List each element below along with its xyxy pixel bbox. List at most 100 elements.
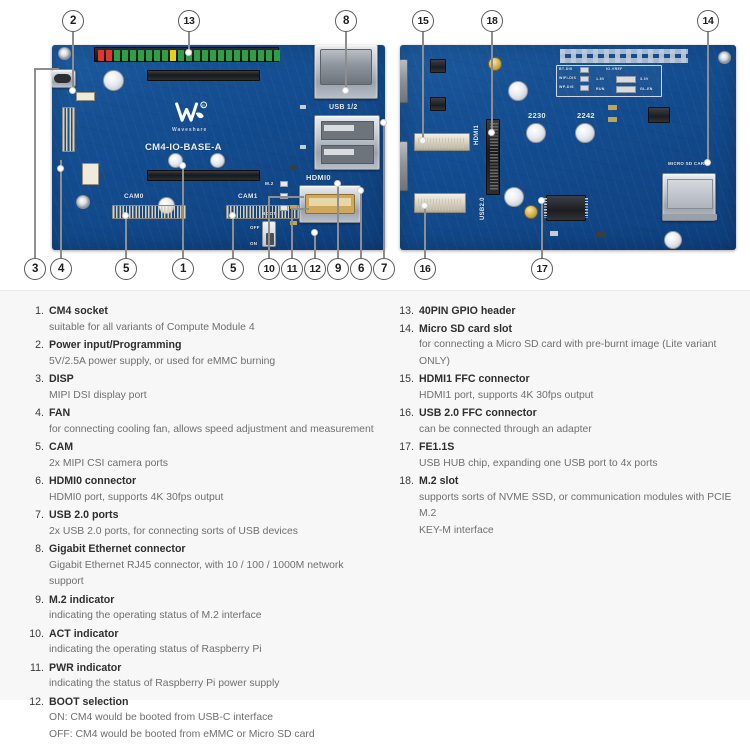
legend-item-heading: 11.PWR indicator [26, 660, 378, 677]
legend-item-heading: 15.HDMI1 FFC connector [396, 371, 736, 388]
callout-17[interactable]: 17 [531, 258, 553, 280]
legend-item-heading: 8.Gigabit Ethernet connector [26, 541, 378, 558]
mounting-pad-back-bottom [504, 187, 524, 207]
callout-4[interactable]: 4 [50, 258, 72, 280]
leader-line-5b [232, 215, 234, 258]
callout-12[interactable]: 12 [304, 258, 326, 280]
leader-line-8 [345, 32, 347, 90]
legend-item-title: FE1.1S [419, 441, 455, 453]
legend-item-number: 14. [399, 322, 414, 335]
svg-text:R: R [202, 104, 205, 108]
callout-2[interactable]: 2 [62, 10, 84, 32]
legend-item-number: 10. [29, 627, 44, 640]
callout-16[interactable]: 16 [414, 258, 436, 280]
leader-line-10 [268, 196, 270, 258]
target-dot-7 [380, 119, 387, 126]
smd-back-d [596, 231, 606, 237]
leader-elbow-10 [268, 196, 304, 198]
callout-9[interactable]: 9 [327, 258, 349, 280]
callout-5b[interactable]: 5 [222, 258, 244, 280]
legend-item-description: indicating the status of Raspberry Pi po… [49, 678, 280, 689]
target-dot-5b [229, 212, 236, 219]
hdmi1-silkscreen: HDMI1 [474, 124, 480, 145]
legend-item-title: USB 2.0 ports [49, 509, 119, 521]
wp-dis-silkscreen: WP-DIS [559, 85, 574, 89]
product-silkscreen-label: CM4-IO-BASE-A [145, 142, 222, 153]
legend-item-description: OFF: CM4 would be booted from eMMC or Mi… [49, 728, 315, 740]
brass-standoff-bottom [524, 205, 538, 219]
legend-item-description: USB HUB chip, expanding one USB port to … [419, 457, 658, 469]
target-dot-5a [122, 212, 129, 219]
microsd-card-slot [662, 173, 717, 221]
legend-item-title: M.2 slot [419, 475, 459, 487]
mounting-hole-tl [58, 47, 71, 60]
legend-item-description: for connecting a Micro SD card with pre-… [419, 339, 717, 367]
callout-14[interactable]: 14 [697, 10, 719, 32]
legend-item-number: 7. [35, 509, 44, 521]
legend-item-title: CM4 socket [49, 305, 108, 317]
pwr-indicator-led [280, 205, 288, 211]
legend-item-heading: 12.BOOT selection [26, 694, 378, 711]
callout-5a[interactable]: 5 [115, 258, 137, 280]
legend-item-title: BOOT selection [49, 695, 129, 708]
legend-item-number: 3. [35, 373, 44, 385]
legend-item-heading: 9.M.2 indicator [26, 592, 378, 609]
leader-line-12 [314, 232, 316, 258]
legend-item-number: 16. [399, 407, 414, 419]
leader-line-17 [541, 200, 543, 258]
target-dot-18 [488, 129, 495, 136]
fe11s-usb-hub-chip [544, 195, 588, 221]
callout-13[interactable]: 13 [178, 10, 200, 32]
usb2-silkscreen: USB2.0 [480, 197, 486, 220]
mounting-hole-bl [76, 195, 90, 209]
callout-7[interactable]: 7 [373, 258, 395, 280]
leader-line-2 [72, 32, 74, 90]
callout-11[interactable]: 11 [281, 258, 303, 280]
smd-component-d [300, 105, 306, 109]
callout-3[interactable]: 3 [24, 258, 46, 280]
mounting-pad-back-right [664, 231, 682, 249]
io-vref-silkscreen: IO-VREF [606, 67, 623, 71]
target-dot-4 [57, 165, 64, 172]
usb2-ffc-connector [414, 193, 466, 213]
legend-item-heading: 13.40PIN GPIO header [396, 303, 736, 320]
fan-connector-white [82, 163, 99, 185]
legend-item-title: M.2 indicator [49, 593, 115, 606]
jumper-pad-5 [616, 86, 636, 93]
v33-silkscreen: 3.3V [640, 77, 649, 81]
cam0-silkscreen: CAM0 [124, 193, 144, 200]
waveshare-logo-mark: R [174, 100, 210, 126]
legend-item-title: HDMI1 FFC connector [419, 373, 530, 385]
usb-2-0-ports [314, 115, 380, 170]
legend-item-title: ACT indicator [49, 627, 119, 640]
smd-back-a [608, 105, 617, 110]
callout-18[interactable]: 18 [481, 10, 503, 32]
legend-item-description: MIPI DSI display port [49, 389, 147, 401]
callout-6[interactable]: 6 [350, 258, 372, 280]
hdmi1-ffc-connector [414, 133, 470, 151]
m2-led-silkscreen: M.2 [265, 181, 274, 186]
legend-item-description: supports sorts of NVME SSD, or communica… [419, 491, 732, 520]
callout-10[interactable]: 10 [258, 258, 280, 280]
jumper-pad-2 [580, 76, 589, 82]
callout-1[interactable]: 1 [172, 258, 194, 280]
callout-8[interactable]: 8 [335, 10, 357, 32]
legend-item-heading: 17.FE1.1S [396, 439, 736, 456]
legend-item-description: Gigabit Ethernet RJ45 connector, with 10… [49, 559, 344, 588]
jumper-pad-1 [580, 67, 589, 73]
legend-item-number: 1. [35, 305, 44, 317]
boot-off-silkscreen: OFF [250, 225, 260, 230]
leader-line-13 [188, 32, 190, 52]
leader-line-15 [422, 32, 424, 140]
legend-item-description: KEY-M interface [419, 524, 494, 536]
callout-15[interactable]: 15 [412, 10, 434, 32]
jumper-pad-3 [580, 85, 589, 91]
